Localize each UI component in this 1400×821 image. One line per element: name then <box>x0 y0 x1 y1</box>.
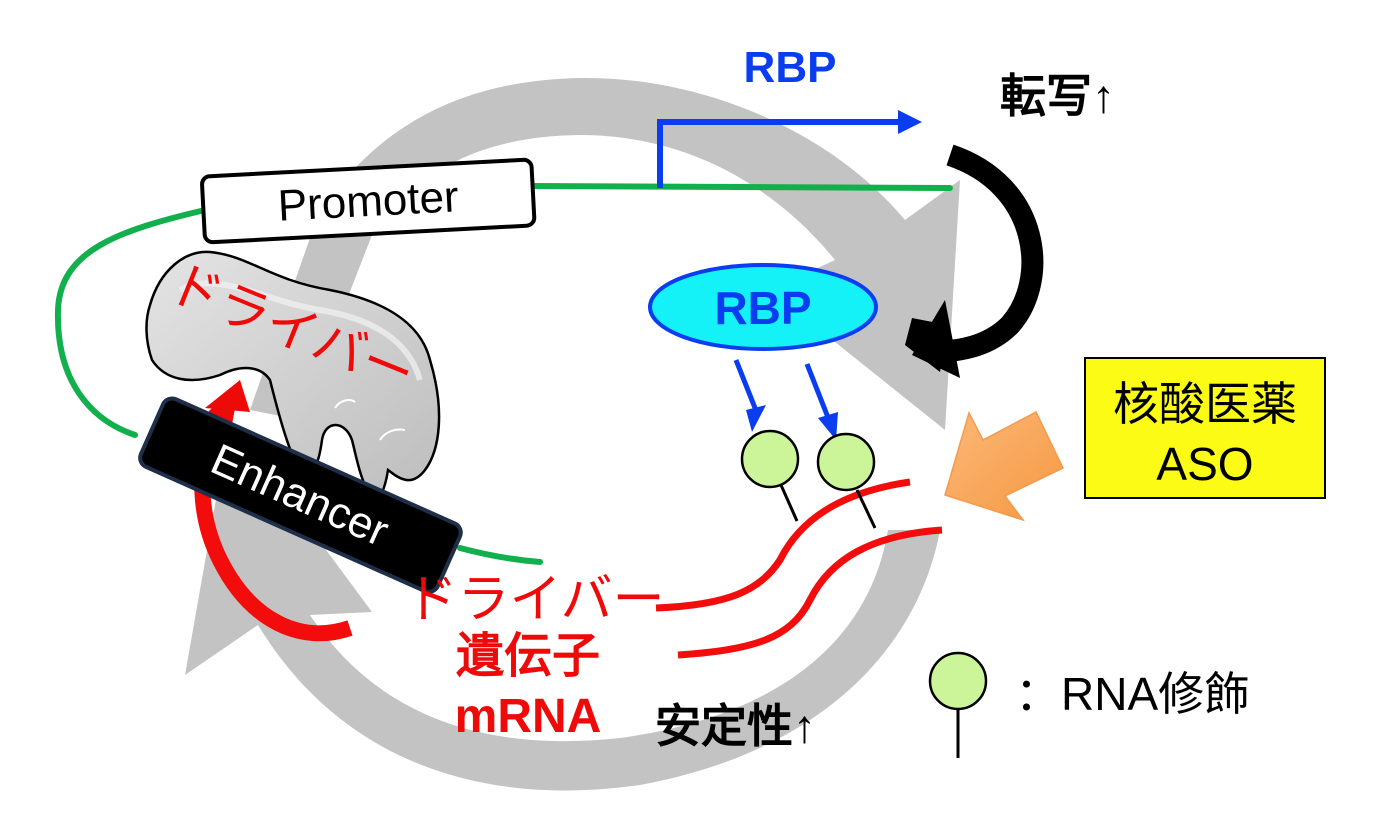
driver-gene-label-line3: mRNA <box>455 690 602 743</box>
transcription-up-label: 転写↑ <box>1000 70 1115 122</box>
driver-gene-label-line2: 遺伝子 <box>456 630 600 683</box>
dna-strand <box>54 183 953 565</box>
driver-protein: ドライバー <box>145 250 441 503</box>
curved-arrow-icon <box>905 144 1044 378</box>
rbp-binding-arrows <box>733 359 838 440</box>
cycle-arrow-upper <box>318 77 960 430</box>
legend: ：RNA修飾 <box>928 651 1250 758</box>
lollipop-icon <box>816 432 877 529</box>
drug-box: 核酸医薬 ASO <box>1084 357 1326 499</box>
legend-label: ：RNA修飾 <box>1015 668 1250 720</box>
driver-gene-label-line1: ドライバー <box>406 571 665 629</box>
rbp-ellipse-label: RBP <box>714 282 811 334</box>
lollipop-icon <box>928 651 988 758</box>
stability-up-label: 安定性↑ <box>655 700 816 752</box>
promoter-box: Promoter <box>200 157 537 245</box>
lollipop-icon <box>740 429 800 522</box>
mrna-strands <box>655 478 943 659</box>
drug-label-line1: 核酸医薬 <box>1113 378 1297 430</box>
rbp-protein: RBP <box>648 263 878 351</box>
block-arrow-icon <box>944 410 1065 522</box>
drug-label-line2: ASO <box>1156 438 1253 490</box>
rbp-top-label: RBP <box>744 43 837 92</box>
transcription-start-arrow-icon <box>657 110 922 188</box>
promoter-label: Promoter <box>277 172 460 230</box>
cycle-arrow-lower <box>185 420 940 791</box>
